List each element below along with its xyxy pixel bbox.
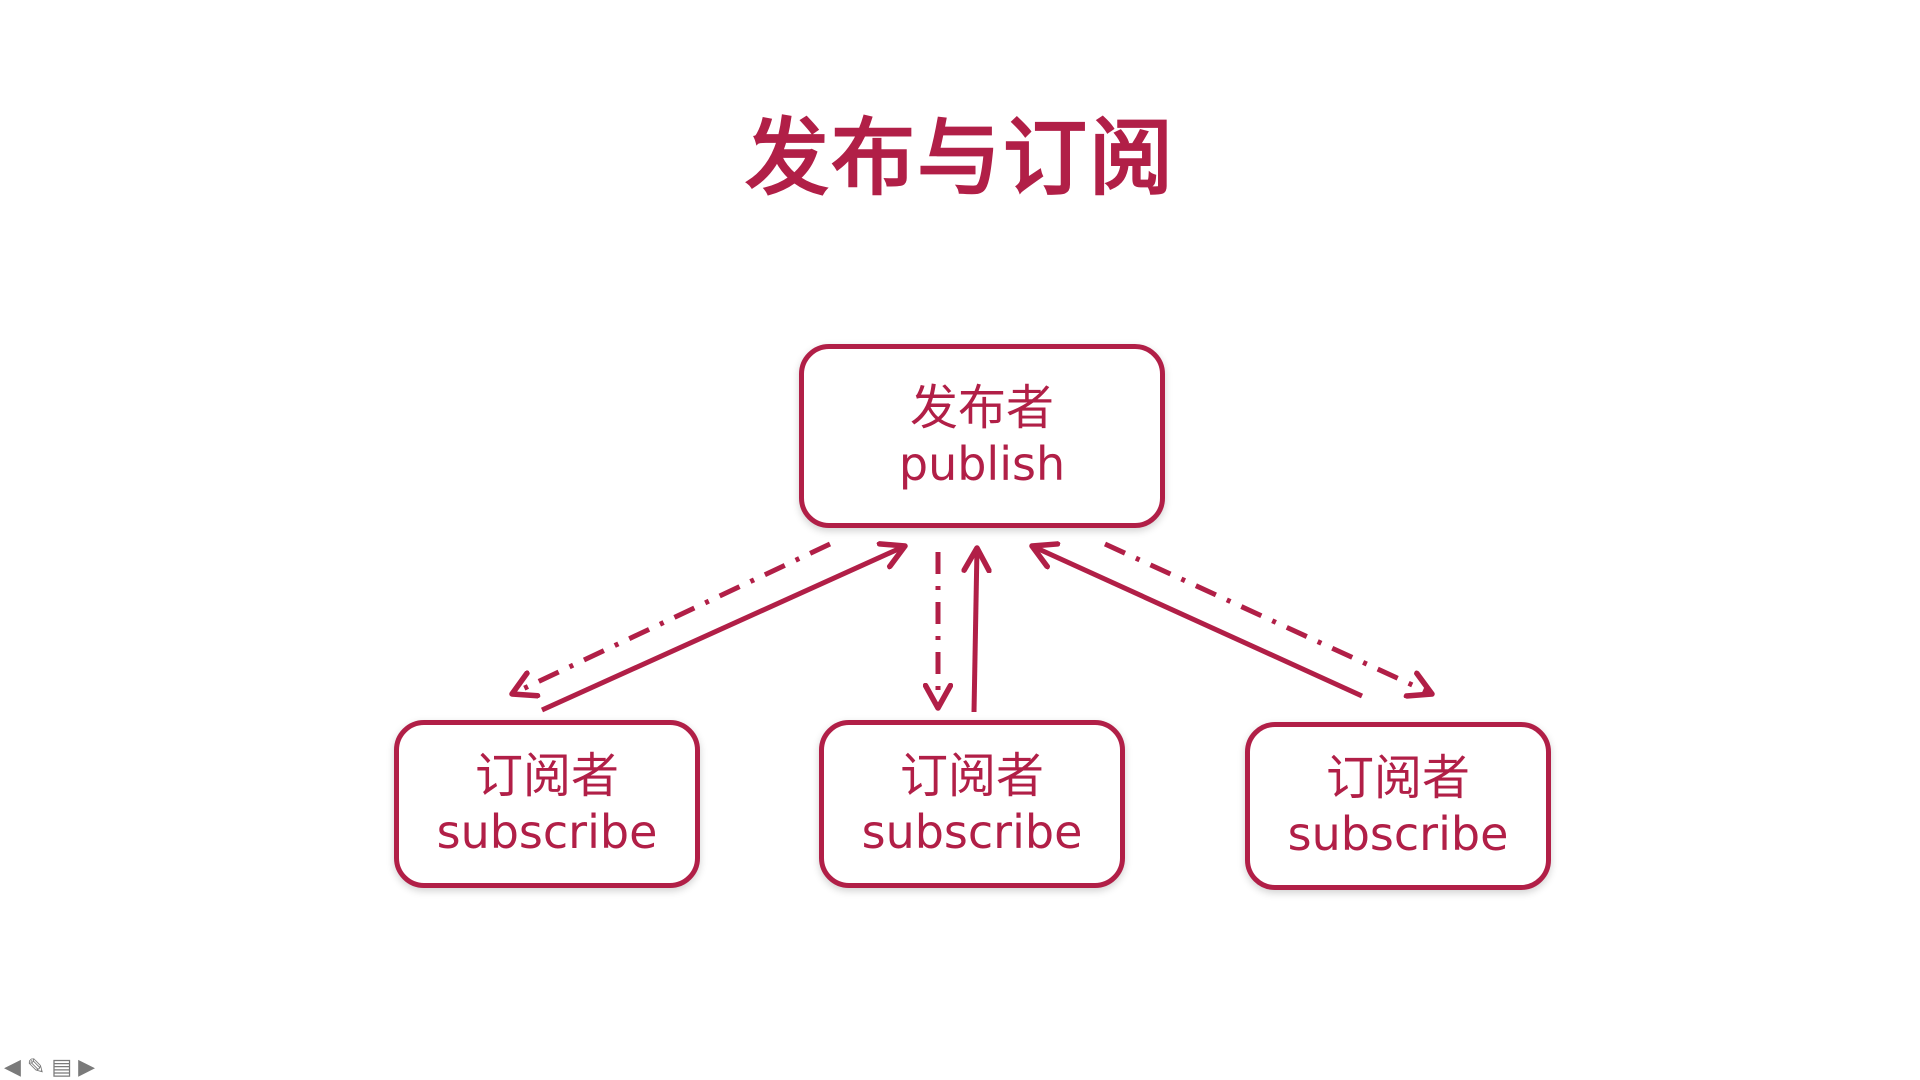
publisher-label-en: publish <box>898 437 1066 491</box>
subscriber-label-en: subscribe <box>861 805 1083 859</box>
subscriber-1-to-publisher-arrow <box>540 546 905 713</box>
slide-title: 发布与订阅 <box>744 109 1175 207</box>
publisher-node: 发布者 publish <box>799 344 1165 528</box>
menu-icon[interactable]: ▤ <box>51 1055 73 1080</box>
arrow-right-icon[interactable]: ▶ <box>78 1055 96 1080</box>
publish-to-subscriber-3-arrow <box>1103 541 1432 694</box>
publisher-label-cn: 发布者 <box>909 380 1054 436</box>
subscriber-2-to-publisher-arrow <box>974 548 977 713</box>
subscriber-label-en: subscribe <box>1287 807 1509 861</box>
publish-to-subscriber-1-arrow <box>512 541 832 694</box>
subscriber-node-2: 订阅者 subscribe <box>819 720 1125 888</box>
subscriber-label-cn: 订阅者 <box>474 748 619 804</box>
arrow-left-icon[interactable]: ◀ <box>4 1055 21 1080</box>
subscriber-node-3: 订阅者 subscribe <box>1245 722 1551 890</box>
slide-nav-toolbar: ◀ ✎ ▤ ▶ <box>4 1056 95 1080</box>
subscriber-3-to-publisher-arrow <box>1032 546 1364 699</box>
subscriber-label-cn: 订阅者 <box>899 748 1044 804</box>
subscriber-label-cn: 订阅者 <box>1325 750 1470 806</box>
pen-icon[interactable]: ✎ <box>26 1055 46 1080</box>
subscriber-label-en: subscribe <box>436 805 658 859</box>
subscriber-node-1: 订阅者 subscribe <box>394 720 700 888</box>
